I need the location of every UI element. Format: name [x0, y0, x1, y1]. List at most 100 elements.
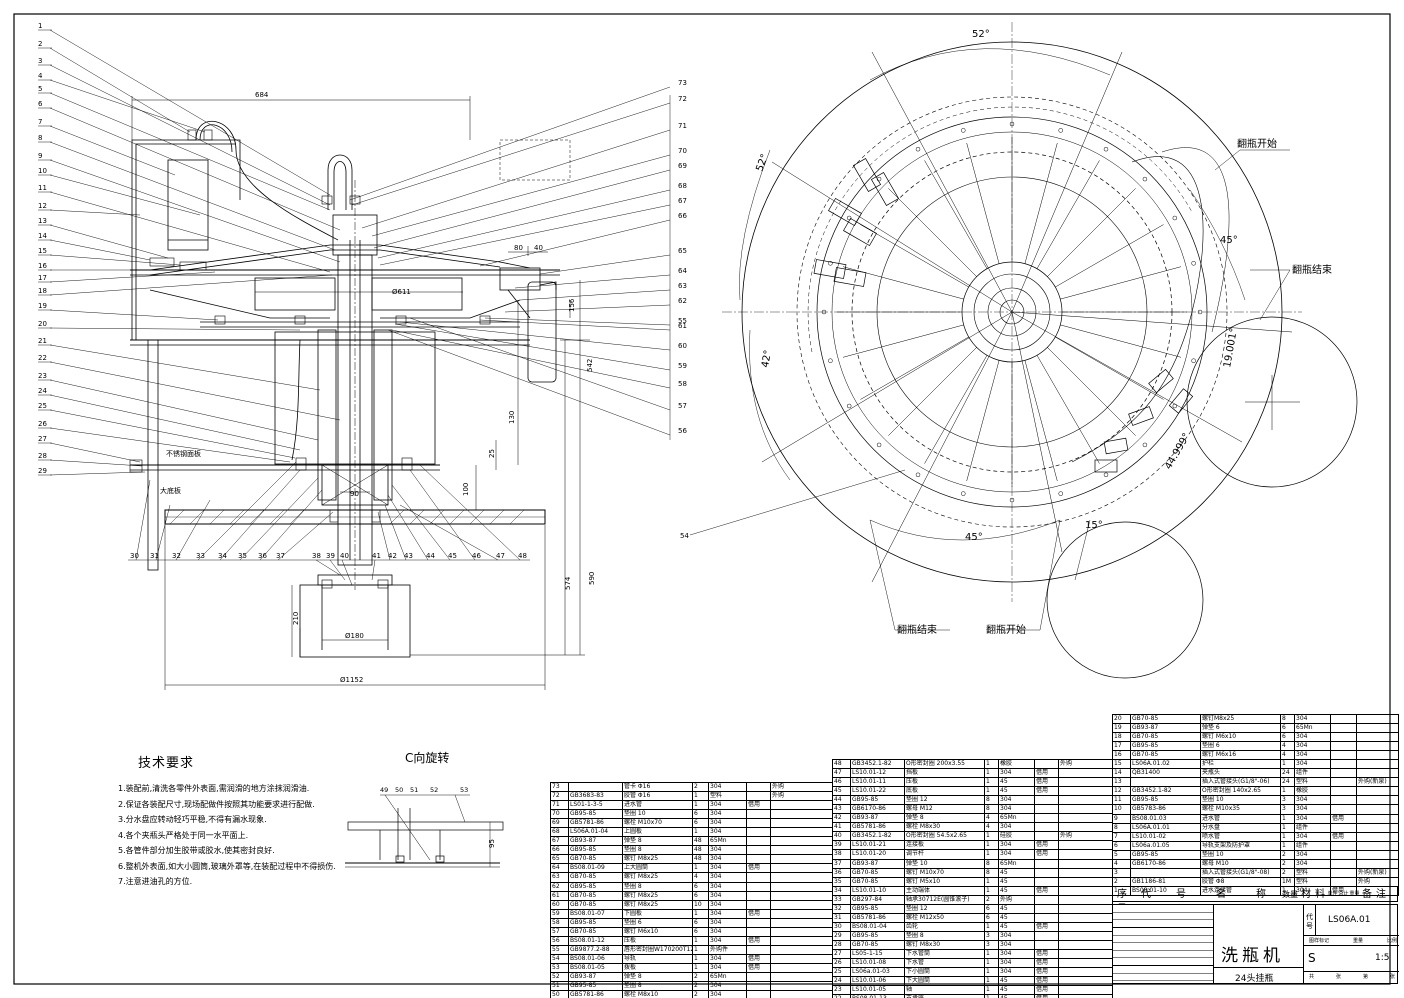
tech-req-item: 5.各管件部分加生胶带或胶水,使其密封良好.: [118, 846, 275, 855]
bom-cell: GB70-85: [568, 926, 623, 937]
bom-cell: 66: [550, 845, 569, 856]
bom-cell: 24: [1280, 777, 1295, 788]
bom-cell: [1034, 758, 1059, 770]
bom-cell: 27: [832, 948, 851, 960]
part-callout: 62: [678, 297, 687, 305]
angle-15: 15°: [1085, 520, 1103, 531]
bom-cell: 46: [832, 777, 851, 788]
bom-cell: 1: [984, 885, 999, 896]
bom-cell: [1058, 795, 1113, 806]
part-callout: 16: [38, 262, 47, 270]
bom-cell: 拨板: [622, 962, 693, 973]
spray-spoke: [860, 336, 969, 400]
bom-cell: 304: [998, 939, 1035, 950]
bom-cell: [746, 926, 771, 937]
bom-cell: 螺栓 M10x35: [1200, 804, 1281, 815]
sheet-text: 张: [1335, 974, 1341, 980]
bom-header-cell: 数量: [1282, 890, 1298, 899]
bom-cell: [1034, 912, 1059, 923]
bom-cell: 64: [550, 863, 569, 874]
bom-cell: [1330, 849, 1357, 860]
bom-cell: [746, 990, 771, 998]
bom-cell: 36: [832, 867, 851, 878]
bom-cell: GB70-85: [1130, 732, 1201, 743]
bom-cell: 垫圈 6: [1200, 741, 1281, 752]
bom-cell: 橡胶: [1294, 786, 1331, 797]
nozzle-hole: [828, 358, 833, 363]
bom-cell: 69: [550, 818, 569, 829]
bom-cell: 外购: [1058, 758, 1113, 770]
part-callout: 18: [38, 287, 47, 295]
bom-cell: 1: [1280, 822, 1295, 833]
bom-header-cell: 号: [1176, 889, 1186, 900]
bom-cell: 借用: [746, 800, 771, 811]
part-callout: 73: [678, 79, 687, 87]
bom-cell: 底板: [904, 786, 985, 797]
bom-cell: [1058, 985, 1113, 996]
nozzle-hole: [1009, 121, 1015, 127]
bom-cell: 48: [692, 836, 709, 847]
bom-cell: [1034, 795, 1059, 806]
flip-start-bottom: 翻瓶开始: [986, 623, 1026, 636]
bom-cell: 45: [998, 885, 1035, 896]
bom-cell: 上圆板: [622, 827, 693, 838]
bom-cell: LS10.01-21: [850, 840, 905, 851]
bom-cell: 5: [1112, 849, 1131, 860]
bom-cell: 304: [998, 849, 1035, 860]
angle-52-left: 52°: [754, 153, 770, 173]
bom-cell: [1058, 813, 1113, 824]
bom-cell: 304: [708, 809, 747, 820]
part-callout: 40: [340, 552, 349, 560]
bom-cell: [770, 890, 833, 901]
bom-cell: 借用: [1034, 777, 1059, 788]
bom-cell: [1356, 713, 1399, 725]
bom-cell: 下水管筒: [904, 948, 985, 960]
bom-cell: 1: [984, 985, 999, 996]
bom-cell: 垫圈 8: [904, 930, 985, 941]
part-callout: 4: [38, 72, 43, 80]
scale-headers: 图样标记 重量 比例: [1309, 937, 1397, 944]
bom-cell: [1330, 840, 1357, 851]
bom-cell: [770, 944, 833, 955]
scale-value: 1:5: [1375, 953, 1390, 963]
part-callout: 56: [678, 427, 687, 435]
bom-cell: [746, 890, 771, 901]
bom-cell: 304: [1294, 750, 1331, 761]
nozzle-hole: [821, 309, 827, 315]
bom-cell: [1034, 939, 1059, 950]
dim-80: 80: [514, 244, 523, 252]
bom-cell: 33: [832, 894, 851, 905]
bom-cell: LS10.01-02: [1130, 831, 1201, 842]
part-callout: 21: [38, 337, 47, 345]
bom-cell: LS10.01-08: [850, 958, 905, 969]
sheet-text: 张: [1389, 974, 1395, 980]
bom-cell: [770, 863, 833, 874]
bom-cell: 6: [1112, 840, 1131, 851]
bom-cell: 借用: [1034, 948, 1059, 960]
bom-cell: [770, 818, 833, 829]
bom-cell: 外购(新泉): [1356, 867, 1399, 878]
nozzle-hole: [961, 128, 966, 133]
bom-cell: [1058, 876, 1113, 887]
nozzle-hole: [1197, 309, 1203, 315]
bom-cell: [746, 981, 771, 992]
bom-cell: [1058, 849, 1113, 860]
bom-cell: LS01-1-3-5: [568, 800, 623, 811]
bom-cell: 螺钉 M8x25: [622, 854, 693, 865]
bom-header-cell: 料: [1315, 889, 1325, 900]
bom-cell: 塑料: [1294, 777, 1331, 788]
bom-cell: 垫圈 12: [904, 903, 985, 914]
